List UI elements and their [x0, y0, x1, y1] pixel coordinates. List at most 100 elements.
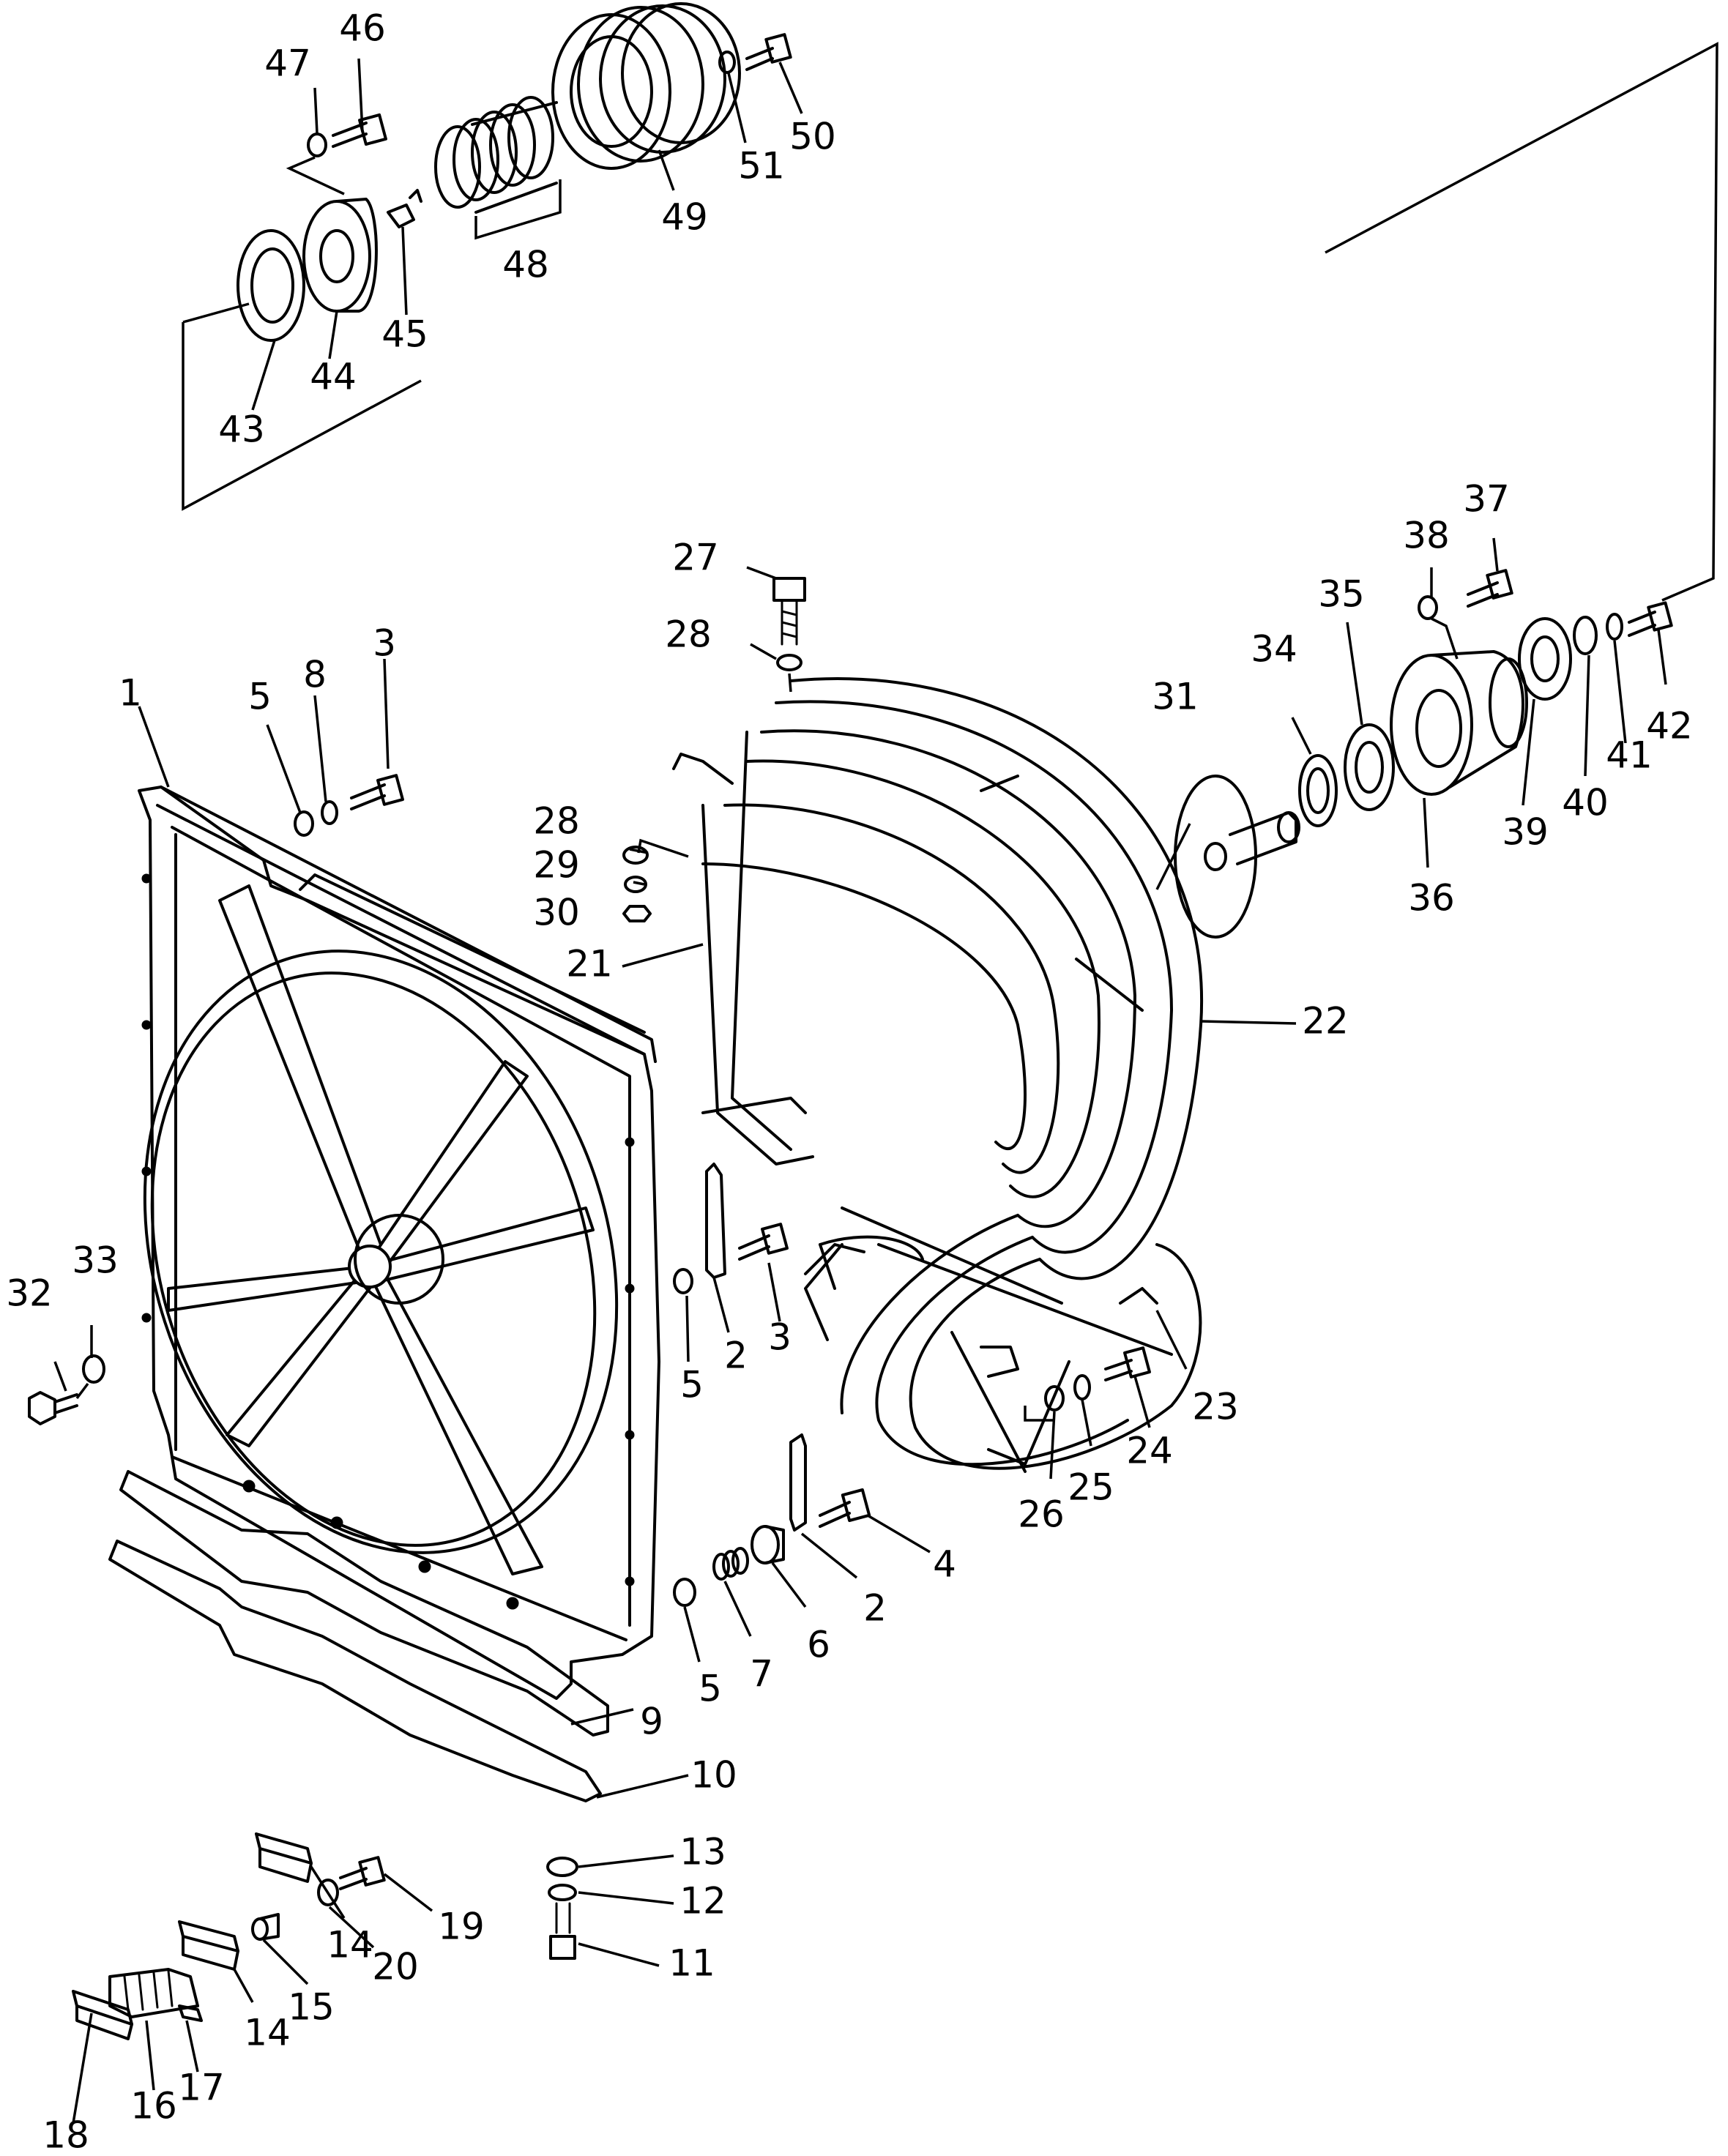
label-5-low: 5 [699, 1668, 722, 1710]
washer-13 [546, 1857, 578, 1877]
label-42: 42 [1646, 705, 1693, 747]
label-1: 1 [119, 672, 142, 715]
bolt-4 [819, 1488, 871, 1528]
label-9: 9 [640, 1701, 663, 1743]
label-50: 50 [789, 116, 836, 158]
lock-washer-25 [1073, 1374, 1091, 1400]
bearing-34 [1298, 754, 1338, 827]
leader-lines [53, 42, 1718, 2124]
bolt-32 [28, 1391, 78, 1425]
label-8: 8 [303, 654, 327, 696]
label-25: 25 [1068, 1466, 1114, 1509]
label-5-mid: 5 [680, 1364, 704, 1406]
bracket-2-lower [789, 1433, 807, 1532]
label-26: 26 [1018, 1493, 1065, 1536]
spring-7 [712, 1547, 749, 1581]
label-2-lower: 2 [863, 1587, 887, 1630]
label-39: 39 [1502, 811, 1549, 854]
label-31: 31 [1152, 676, 1199, 718]
bolt-42 [1628, 601, 1673, 637]
label-40: 40 [1562, 782, 1609, 824]
washer-5-mid [673, 1268, 693, 1294]
washer-40 [1573, 616, 1598, 655]
lower-bracket-upper [119, 1470, 609, 1737]
label-17: 17 [178, 2067, 225, 2109]
label-12: 12 [679, 1880, 726, 1922]
clip-17 [178, 2004, 203, 2022]
label-45: 45 [381, 313, 428, 356]
fan-shroud-frame [138, 786, 660, 1700]
washer-20 [317, 1879, 339, 1906]
label-20: 20 [372, 1946, 419, 1988]
lower-bracket-lower [108, 1540, 602, 1802]
label-6: 6 [807, 1624, 830, 1666]
bolt-46 [332, 113, 387, 148]
label-35: 35 [1318, 573, 1365, 616]
label-48: 48 [502, 244, 549, 286]
washer-5-low [673, 1578, 696, 1607]
washer-5-top [294, 810, 314, 837]
bolt-3-center [738, 1223, 789, 1261]
label-41: 41 [1606, 734, 1653, 777]
label-37: 37 [1463, 478, 1510, 521]
label-22: 22 [1302, 1000, 1349, 1042]
pin-15 [251, 1913, 280, 1941]
label-33: 33 [72, 1239, 119, 1282]
label-36: 36 [1408, 877, 1455, 920]
label-3-center: 3 [768, 1316, 792, 1359]
bearing-35 [1344, 723, 1395, 811]
label-16: 16 [130, 2085, 177, 2127]
bolt-11 [549, 1902, 576, 1960]
label-5-top: 5 [248, 676, 272, 718]
lock-washer-12 [548, 1884, 577, 1901]
nut-30 [622, 905, 652, 922]
label-15: 15 [288, 1986, 335, 2029]
label-14-upper: 14 [327, 1924, 373, 1966]
label-14-lower: 14 [244, 2012, 291, 2054]
grease-nipple-45 [387, 189, 422, 228]
plate-14-lower [178, 1920, 239, 1971]
washer-28-top [776, 654, 802, 671]
label-2-upper: 2 [724, 1335, 748, 1377]
label-46: 46 [339, 7, 386, 50]
washer-38 [1418, 595, 1438, 620]
label-10: 10 [690, 1754, 737, 1797]
shim-pack-48 [434, 96, 558, 214]
lock-washer-8 [321, 800, 338, 825]
part-number-labels: 1 5 8 3 28 27 28 29 30 21 22 23 24 25 26… [6, 7, 1693, 2156]
label-47: 47 [264, 42, 311, 85]
washer-28 [622, 846, 649, 865]
bolt-3-top [350, 774, 404, 810]
label-51: 51 [738, 145, 785, 187]
label-11: 11 [669, 1942, 715, 1985]
bearing-housing-36 [1390, 650, 1528, 796]
bolt-19 [339, 1856, 386, 1890]
label-38: 38 [1403, 515, 1450, 557]
bolt-37 [1467, 569, 1513, 608]
collar-6 [751, 1525, 785, 1564]
bracket-2-upper [705, 1163, 726, 1279]
flange-44 [302, 198, 378, 313]
label-44: 44 [310, 356, 357, 398]
label-23: 23 [1192, 1386, 1239, 1428]
plate-14-upper [255, 1832, 313, 1883]
label-13: 13 [679, 1831, 726, 1873]
label-29: 29 [533, 844, 580, 887]
washer-47 [307, 133, 327, 157]
label-49: 49 [661, 196, 708, 239]
label-7: 7 [750, 1653, 773, 1696]
pulley-49 [551, 2, 741, 170]
label-43: 43 [218, 409, 265, 451]
label-18: 18 [42, 2114, 89, 2156]
label-28-lower: 28 [533, 800, 580, 843]
plate-18 [72, 1990, 133, 2040]
plate-43 [237, 229, 305, 342]
bearing-39 [1518, 617, 1572, 701]
label-4: 4 [933, 1543, 956, 1586]
label-21: 21 [566, 943, 613, 985]
label-19: 19 [438, 1906, 485, 1948]
label-24: 24 [1126, 1430, 1173, 1472]
washer-26 [1044, 1385, 1065, 1411]
bolt-27 [772, 577, 806, 646]
label-3-top: 3 [373, 622, 396, 665]
